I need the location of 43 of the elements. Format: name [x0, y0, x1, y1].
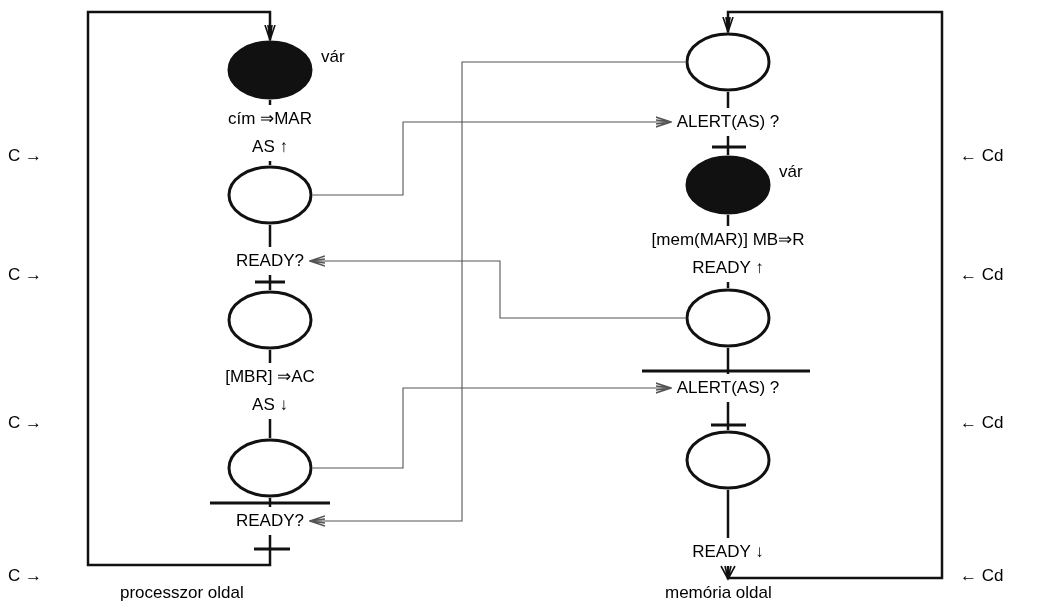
transition-label: cím ⇒MAR: [227, 108, 313, 130]
clock-input-label: C →: [8, 565, 42, 587]
place-label: vár: [779, 161, 803, 183]
transition-label: ALERT(AS) ?: [675, 377, 781, 399]
transition-label: AS ↓: [251, 394, 289, 416]
connector-line: [268, 419, 272, 438]
transition-label: READY ↓: [691, 541, 765, 563]
connector-line: [726, 348, 730, 374]
clock-input-label: ← Cd: [960, 565, 1004, 587]
clock-input-label: C →: [8, 145, 42, 167]
marked-place-ellipse: [227, 40, 313, 100]
transition-label: READY?: [235, 510, 305, 532]
place-ellipse: [685, 430, 771, 490]
transition-label: [mem(MAR)] MB⇒R: [650, 229, 806, 251]
transition-label: READY?: [235, 250, 305, 272]
clock-input-label: C →: [8, 412, 42, 434]
connector-line: [726, 490, 730, 538]
marked-place-ellipse: [685, 155, 771, 215]
connector-line: [726, 92, 730, 108]
transition-label: ALERT(AS) ?: [675, 111, 781, 133]
connector-line: [268, 498, 272, 507]
side-caption: processzor oldal: [120, 582, 244, 604]
transition-label: AS ↑: [251, 136, 289, 158]
connector-line: [726, 282, 730, 288]
clock-input-label: C →: [8, 264, 42, 286]
place-ellipse: [227, 438, 313, 498]
side-caption: memória oldal: [665, 582, 772, 604]
clock-input-label: ← Cd: [960, 412, 1004, 434]
connector-line: [726, 402, 730, 430]
transition-label: READY ↑: [691, 257, 765, 279]
clock-input-label: ← Cd: [960, 145, 1004, 167]
connector-line: [268, 350, 272, 363]
place-ellipse: [227, 165, 313, 225]
place-ellipse: [685, 32, 771, 92]
connector-line: [726, 136, 730, 155]
transition-label: [MBR] ⇒AC: [224, 366, 316, 388]
clock-input-label: ← Cd: [960, 264, 1004, 286]
place-ellipse: [685, 288, 771, 348]
connector-line: [268, 225, 272, 247]
place-label: vár: [321, 46, 345, 68]
connector-line: [268, 161, 272, 165]
connector-line: [268, 275, 272, 290]
place-ellipse: [227, 290, 313, 350]
